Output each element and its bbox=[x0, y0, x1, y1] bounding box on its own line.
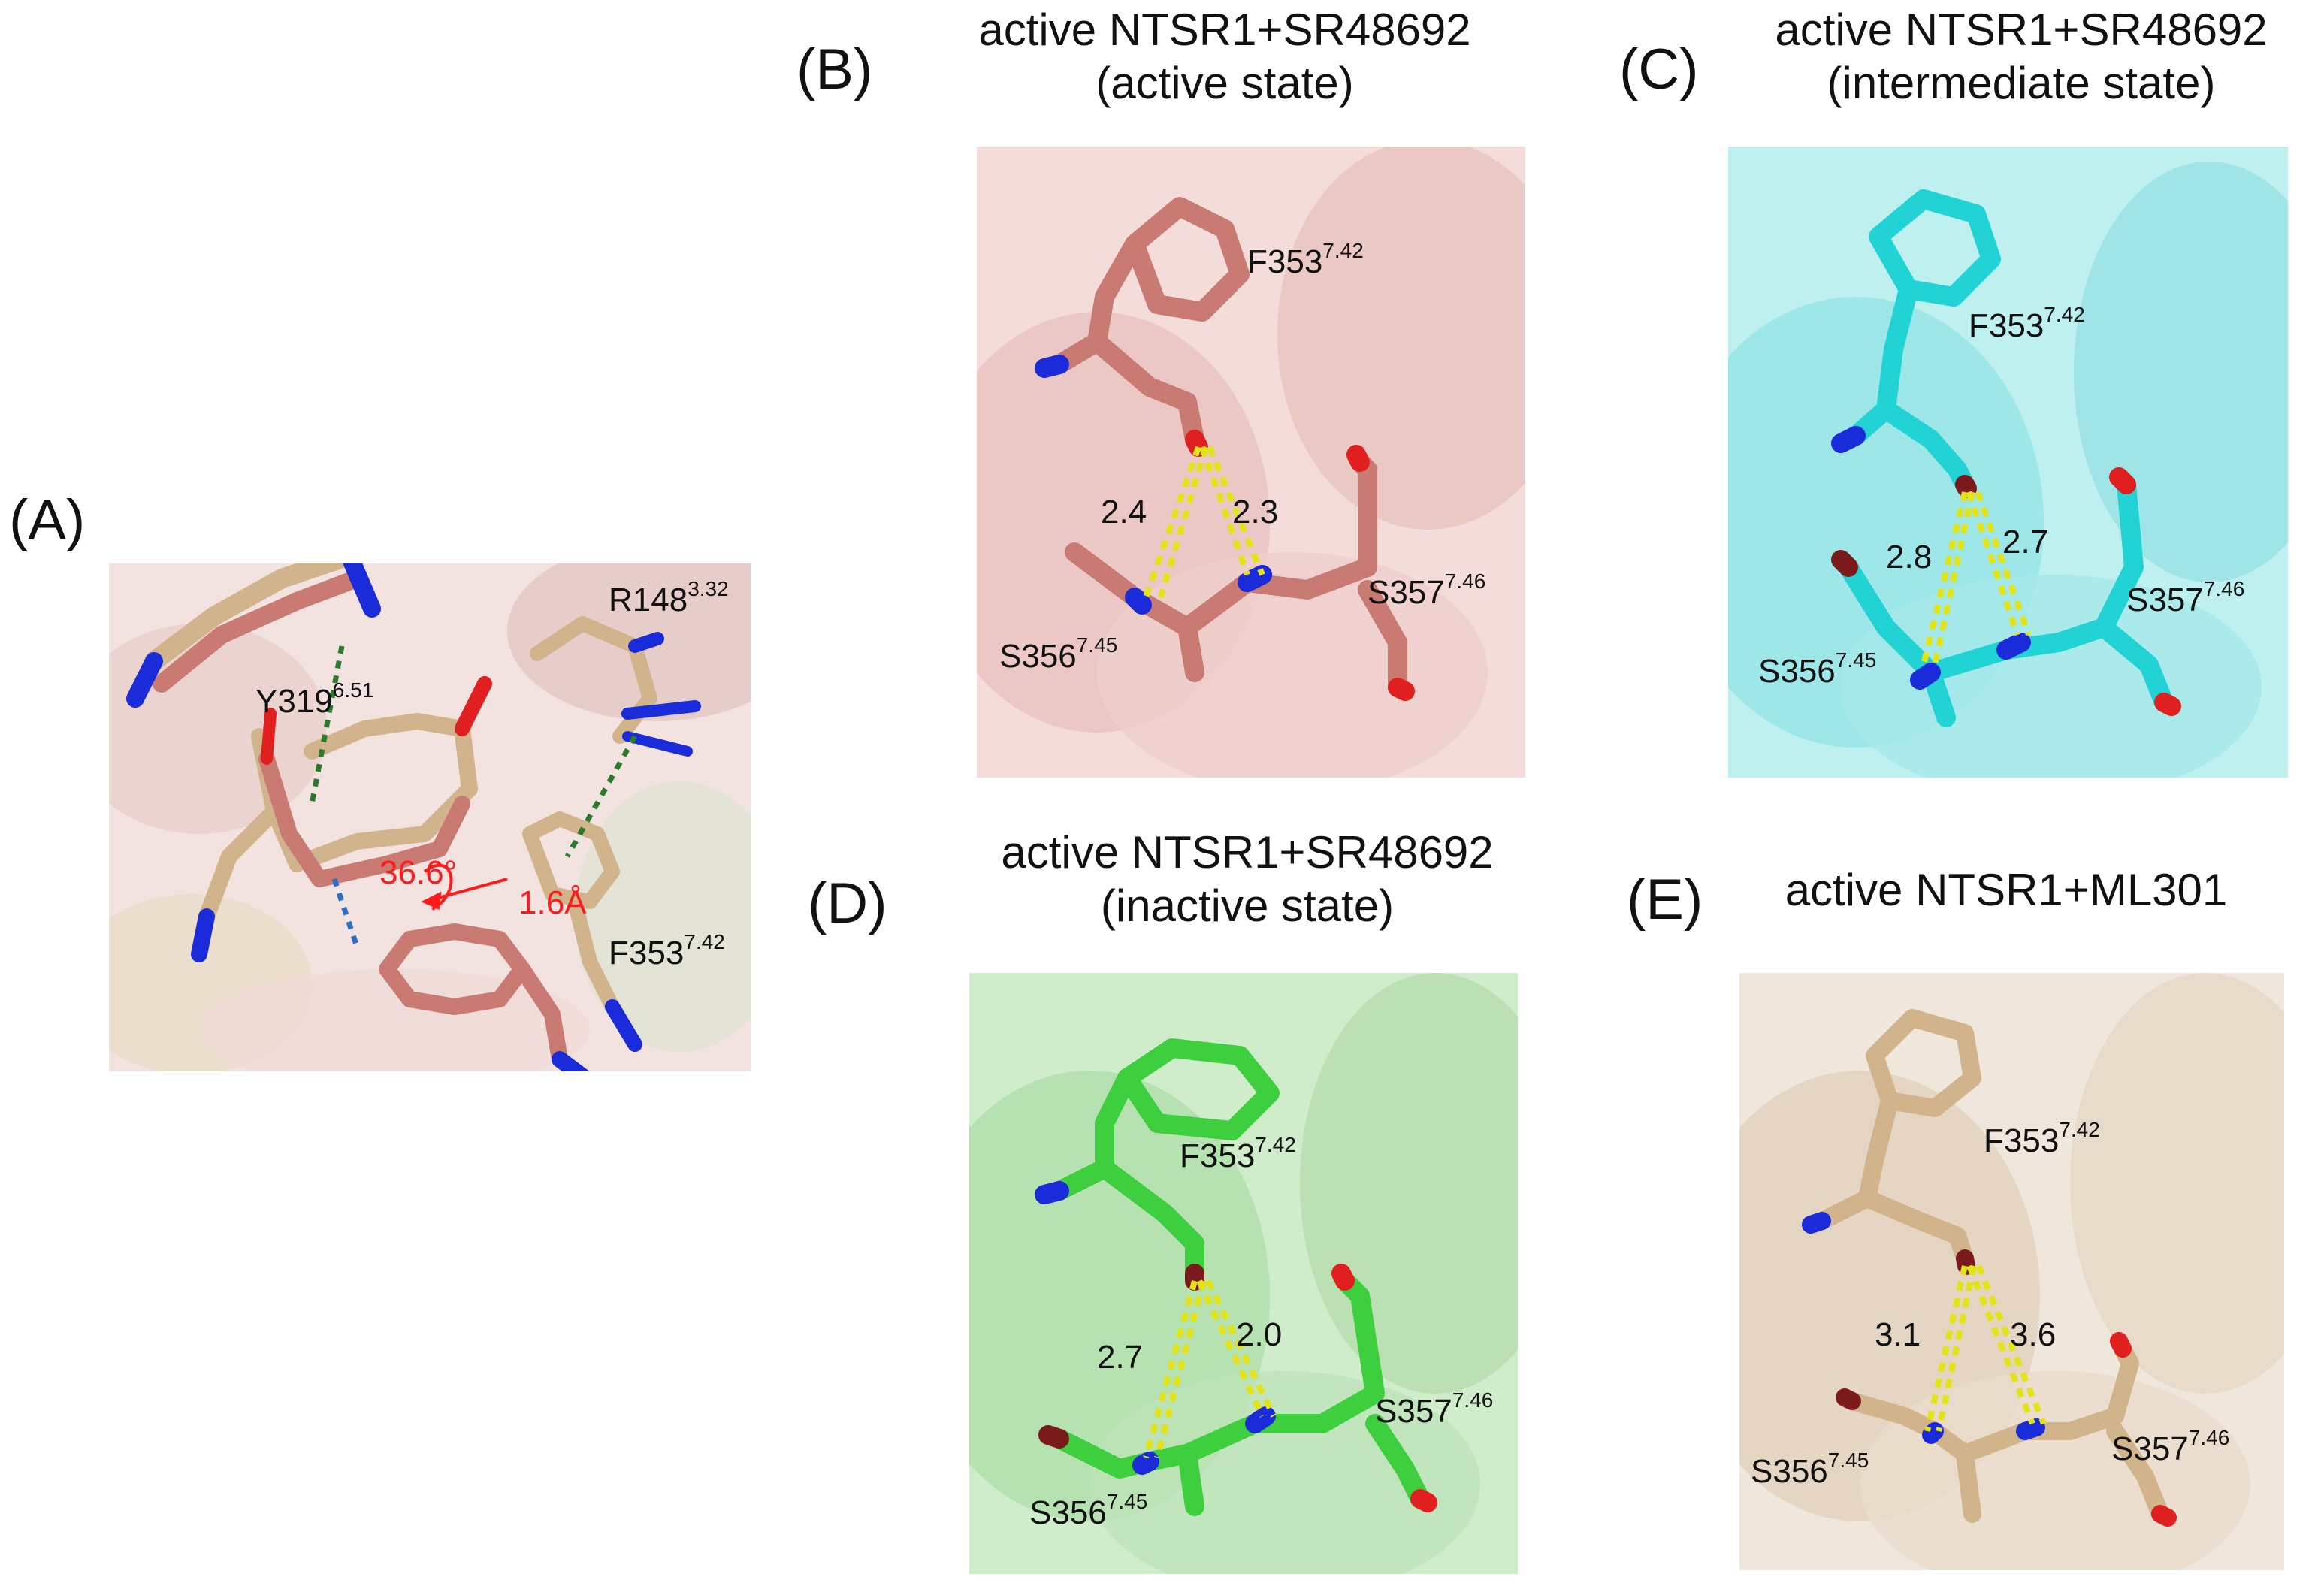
panel-e-label-s357: S3577.46 bbox=[2111, 1426, 2230, 1467]
panel-e-structure-image bbox=[1739, 973, 2284, 1570]
panel-a-angle-annotation: 36.6° bbox=[379, 854, 458, 891]
panel-b-distance-1: 2.4 bbox=[1101, 494, 1147, 530]
panel-c-distance-2: 2.7 bbox=[2002, 524, 2049, 560]
panel-c-distance-1: 2.8 bbox=[1886, 539, 1933, 575]
panel-c-label-s357: S3577.46 bbox=[2126, 577, 2245, 618]
panel-e-letter: (E) bbox=[1627, 868, 1703, 932]
panel-c-structure-image bbox=[1728, 147, 2288, 778]
panel-e-distance-1: 3.1 bbox=[1875, 1316, 1921, 1353]
panel-a-label-f353: F3537.42 bbox=[609, 930, 725, 971]
panel-b-structure-image bbox=[977, 147, 1525, 778]
panel-b-label-f353: F3537.42 bbox=[1247, 239, 1364, 280]
panel-b-distance-2: 2.3 bbox=[1232, 494, 1279, 530]
panel-a-label-y319: Y3196.51 bbox=[255, 678, 374, 720]
panel-d-structure-image bbox=[969, 973, 1518, 1574]
panel-d-distance-2: 2.0 bbox=[1236, 1316, 1283, 1353]
panel-c-title: active NTSR1+SR48692 (intermediate state… bbox=[1775, 5, 2268, 108]
panel-d-title: active NTSR1+SR48692 (inactive state) bbox=[1001, 827, 1494, 931]
panel-d-distance-1: 2.7 bbox=[1097, 1339, 1144, 1376]
panel-b-title: active NTSR1+SR48692 (active state) bbox=[978, 5, 1471, 108]
panel-d-label-f353: F3537.42 bbox=[1180, 1133, 1296, 1174]
panel-e-title: active NTSR1+ML301 bbox=[1785, 865, 2228, 915]
panel-e-distance-2: 3.6 bbox=[2010, 1316, 2057, 1353]
panel-c-letter: (C) bbox=[1619, 38, 1699, 101]
panel-b-letter: (B) bbox=[796, 38, 873, 101]
panel-e-label-f353: F3537.42 bbox=[1984, 1118, 2100, 1159]
panel-d-label-s356: S3567.45 bbox=[1029, 1490, 1148, 1531]
panel-e-label-s356: S3567.45 bbox=[1751, 1449, 1869, 1490]
panel-c-label-f353: F3537.42 bbox=[1969, 303, 2085, 344]
panel-d-label-s357: S3577.46 bbox=[1375, 1388, 1494, 1430]
panel-d-letter: (D) bbox=[808, 872, 887, 935]
panel-b-label-s356: S3567.45 bbox=[999, 633, 1118, 675]
panel-b-label-s357: S3577.46 bbox=[1368, 569, 1486, 611]
panel-a-shift-annotation: 1.6Å bbox=[518, 884, 587, 921]
panel-a-letter: (A) bbox=[9, 488, 86, 552]
panel-a-label-r148: R1483.32 bbox=[609, 577, 729, 618]
panel-c-label-s356: S3567.45 bbox=[1758, 648, 1877, 690]
panel-a-structure-image bbox=[109, 563, 751, 1071]
